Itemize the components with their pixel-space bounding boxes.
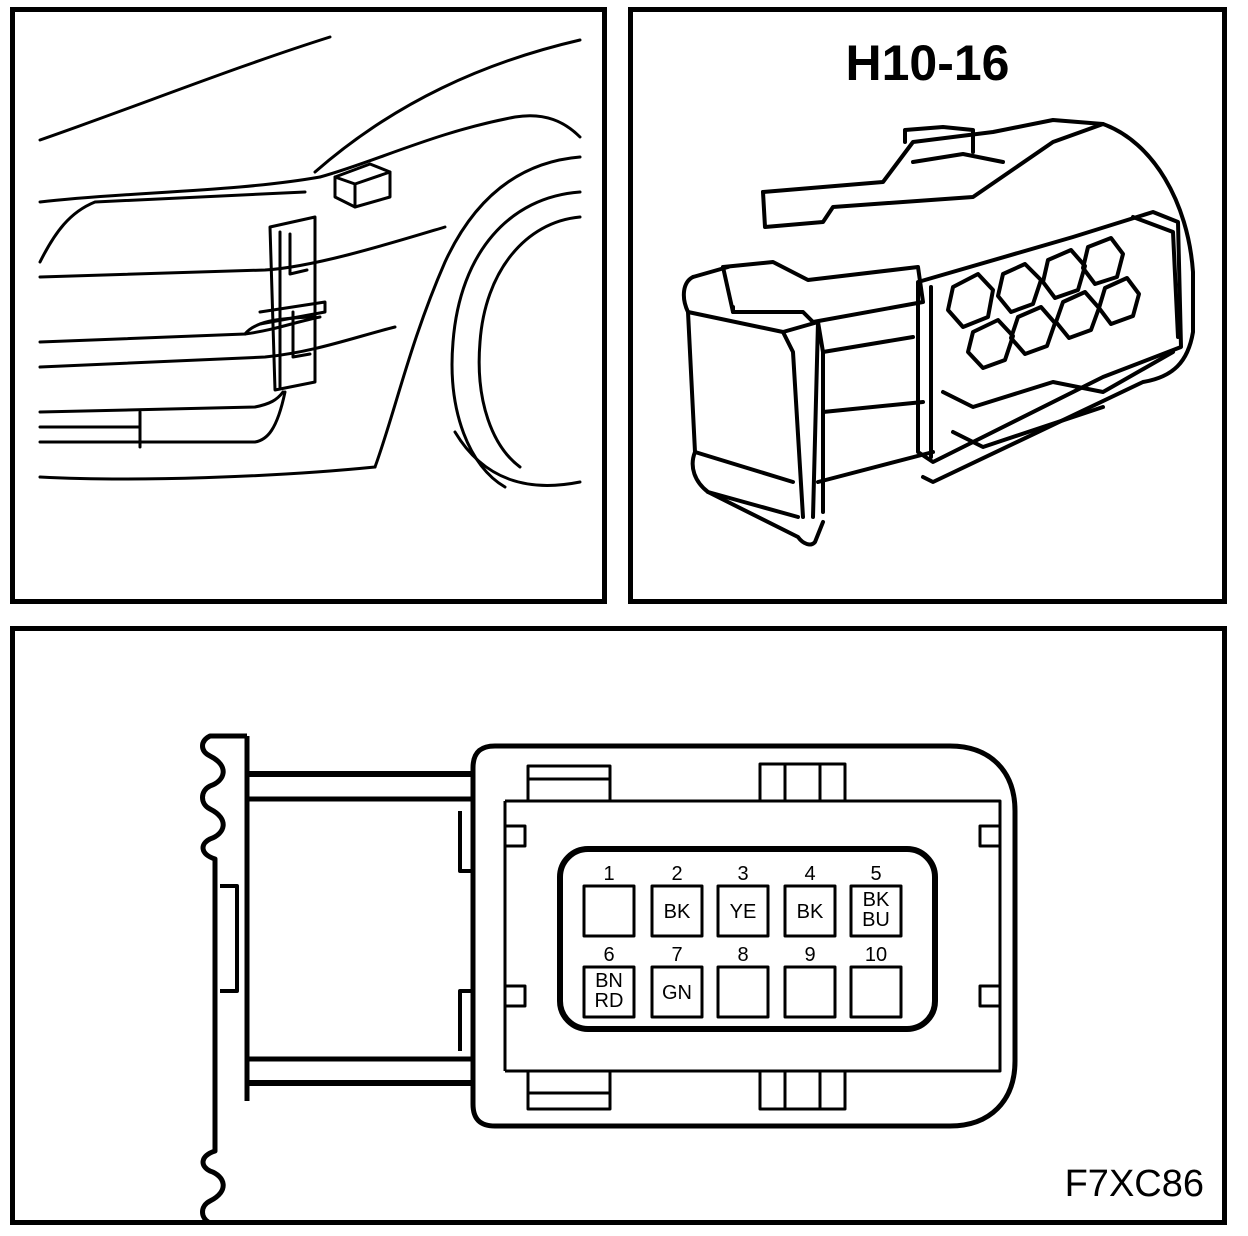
connector-3d-panel: H10-16	[628, 7, 1227, 604]
pin-wire-color-6-line2: RD	[595, 990, 624, 1012]
pin-cavity-4	[783, 884, 837, 938]
pin-number-6: 6	[603, 944, 614, 966]
pin-cavity-5	[849, 884, 903, 938]
pin-number-9: 9	[804, 944, 815, 966]
pin-cavity-10	[849, 965, 903, 1019]
pin-number-1: 1	[603, 863, 614, 885]
pin-wire-color-5-line2: BU	[862, 909, 890, 931]
figure-code: F7XC86	[1064, 1163, 1204, 1205]
pin-number-4: 4	[804, 863, 815, 885]
connector-title: H10-16	[845, 35, 1010, 91]
vehicle-front-drawing	[38, 35, 582, 489]
pin-wire-color-6: BN	[595, 970, 623, 992]
location-view-panel	[10, 7, 607, 604]
pin-number-10: 10	[865, 944, 887, 966]
pin-cavity-1	[582, 884, 636, 938]
pin-cavity-2	[650, 884, 704, 938]
pin-wire-color-5: BK	[863, 889, 890, 911]
pin-wire-color-4: BK	[797, 901, 824, 923]
pin-wire-color-7: GN	[662, 982, 692, 1004]
pin-cavity-6	[582, 965, 636, 1019]
pin-cavity-8	[716, 965, 770, 1019]
pin-wire-color-2: BK	[664, 901, 691, 923]
pin-number-5: 5	[870, 863, 881, 885]
pin-cavity-7	[650, 965, 704, 1019]
pin-number-2: 2	[671, 863, 682, 885]
pin-number-8: 8	[737, 944, 748, 966]
pin-cavity-9	[783, 965, 837, 1019]
pin-number-3: 3	[737, 863, 748, 885]
connector-3d-drawing	[681, 118, 1195, 547]
pin-number-7: 7	[671, 944, 682, 966]
pin-cavity-3	[716, 884, 770, 938]
pin-wire-color-3: YE	[730, 901, 757, 923]
